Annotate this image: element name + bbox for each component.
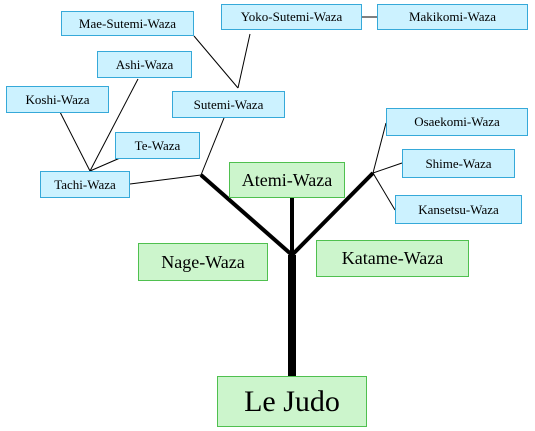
le-judo-title: Le Judo bbox=[217, 376, 367, 427]
kansetsu-waza-box: Kansetsu-Waza bbox=[395, 195, 522, 224]
sutemi-waza-box: Sutemi-Waza bbox=[172, 91, 285, 118]
te-waza-box: Te-Waza bbox=[115, 132, 200, 159]
mae-sutemi-waza-box: Mae-Sutemi-Waza bbox=[61, 11, 194, 36]
nage-waza-box: Nage-Waza bbox=[138, 243, 268, 281]
atemi-waza-box: Atemi-Waza bbox=[229, 162, 345, 198]
makikomi-waza-box: Makikomi-Waza bbox=[377, 4, 528, 30]
shime-waza-box: Shime-Waza bbox=[402, 149, 515, 178]
osaekomi-waza-box: Osaekomi-Waza bbox=[386, 108, 528, 136]
katame-waza-box: Katame-Waza bbox=[316, 240, 469, 277]
tachi-waza-box: Tachi-Waza bbox=[40, 171, 130, 198]
thin-connectors bbox=[59, 16, 403, 211]
branch-katame bbox=[290, 171, 375, 257]
ashi-waza-box: Ashi-Waza bbox=[97, 51, 192, 78]
branch-nage bbox=[199, 173, 294, 257]
koshi-waza-box: Koshi-Waza bbox=[6, 86, 109, 113]
yoko-sutemi-waza-box: Yoko-Sutemi-Waza bbox=[221, 4, 362, 30]
